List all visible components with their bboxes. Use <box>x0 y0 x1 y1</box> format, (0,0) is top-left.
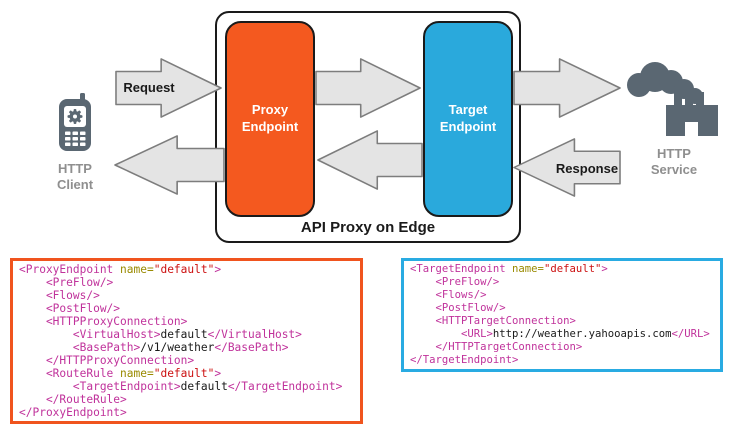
code-line: <VirtualHost>default</VirtualHost> <box>19 328 302 341</box>
code-line: <ProxyEndpoint name="default"> <box>19 263 222 276</box>
code-line: <PreFlow/> <box>19 276 114 289</box>
http-service-node: HTTP Service <box>622 58 726 178</box>
code-line: <BasePath>/v1/weather</BasePath> <box>19 341 289 354</box>
code-line: <RouteRule name="default"> <box>19 367 222 380</box>
proxy-endpoint-label: Proxy Endpoint <box>241 102 299 134</box>
code-line: <TargetEndpoint name="default"> <box>410 263 608 275</box>
keypad <box>65 131 86 146</box>
code-line: <PreFlow/> <box>410 276 500 288</box>
http-client-node: HTTP Client <box>35 93 115 193</box>
service-response-arrow <box>513 138 621 197</box>
mobile-phone-icon <box>59 93 91 151</box>
proxy-endpoint-code: <ProxyEndpoint name="default"> <PreFlow/… <box>10 258 363 424</box>
request-arrow <box>115 58 222 118</box>
target-to-service-arrow <box>513 58 621 118</box>
code-line: <URL>http://weather.yahooapis.com</URL> <box>410 328 710 340</box>
code-line: </HTTPTargetConnection> <box>410 341 583 353</box>
code-line: <PostFlow/> <box>410 302 506 314</box>
gear-icon <box>67 109 83 124</box>
proxy-to-target-arrow <box>315 58 421 118</box>
response-label: Response <box>555 161 619 176</box>
proxy-to-client-arrow <box>114 135 225 195</box>
code-line: <HTTPTargetConnection> <box>410 315 576 327</box>
code-line: <HTTPProxyConnection> <box>19 315 188 328</box>
http-client-label: HTTP Client <box>56 161 94 192</box>
code-line: </TargetEndpoint> <box>410 354 519 366</box>
code-line: <TargetEndpoint>default</TargetEndpoint> <box>19 380 343 393</box>
code-line: </RouteRule> <box>19 393 127 406</box>
target-endpoint-box: Target Endpoint <box>423 21 513 217</box>
request-label: Request <box>123 80 175 95</box>
target-to-proxy-arrow <box>317 130 423 190</box>
code-line: <Flows/> <box>19 289 100 302</box>
code-line: </ProxyEndpoint> <box>19 406 127 419</box>
proxy-endpoint-box: Proxy Endpoint <box>225 21 315 217</box>
code-line: </HTTPProxyConnection> <box>19 354 195 367</box>
target-endpoint-label: Target Endpoint <box>439 102 497 134</box>
target-endpoint-code: <TargetEndpoint name="default"> <PreFlow… <box>401 258 723 372</box>
http-service-label: HTTP Service <box>650 146 698 177</box>
container-label: API Proxy on Edge <box>300 219 436 236</box>
code-line: <PostFlow/> <box>19 302 121 315</box>
factory-icon <box>627 62 718 136</box>
code-line: <Flows/> <box>410 289 487 301</box>
